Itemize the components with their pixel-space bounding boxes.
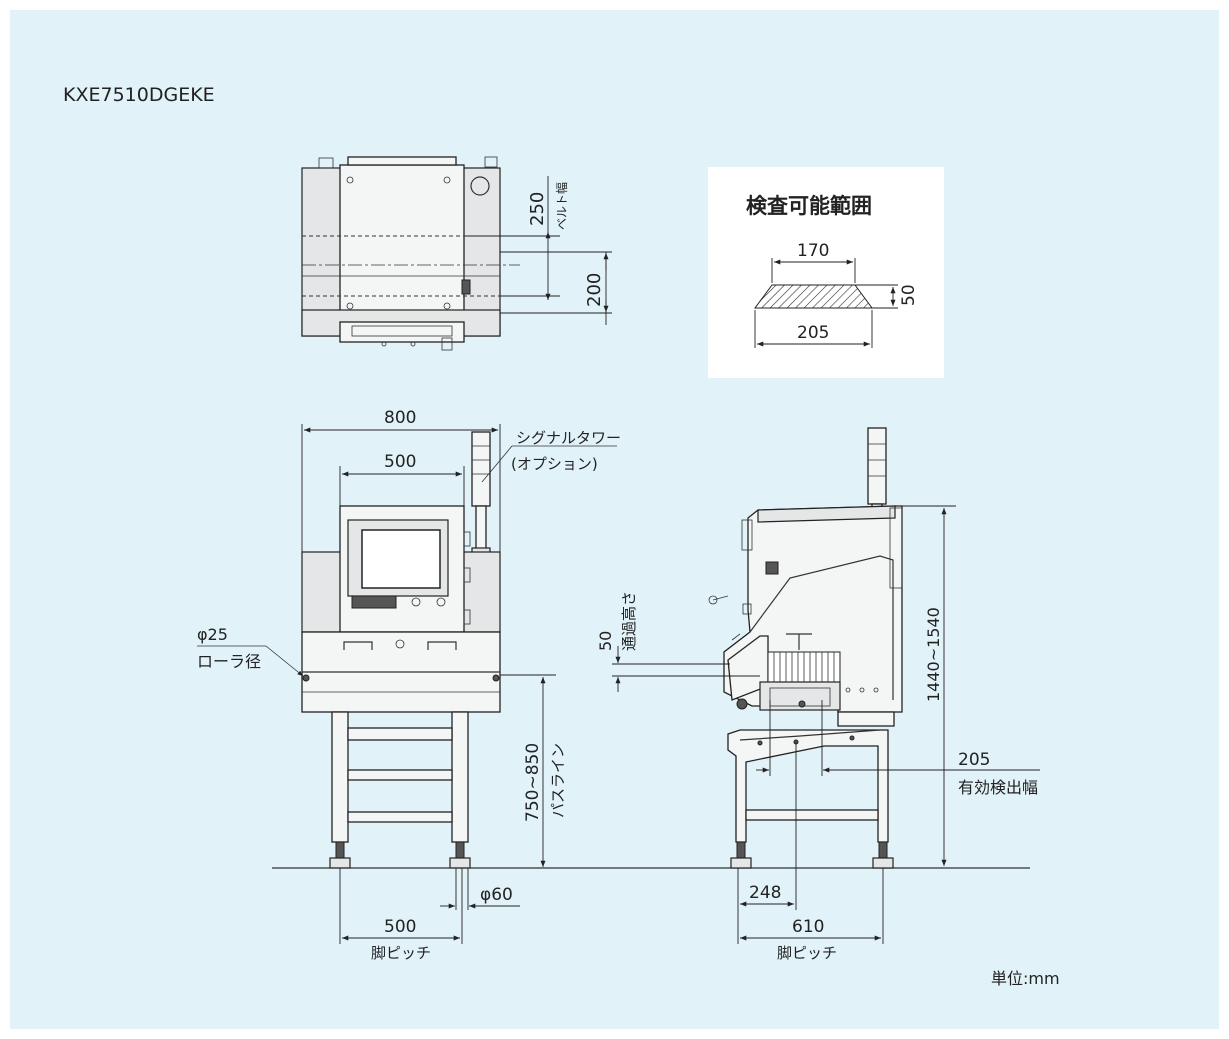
roller-label: ローラ径 xyxy=(197,652,261,671)
pass-height-value: 50 xyxy=(596,631,615,651)
inspection-range-panel: 検査可能範囲 170 50 205 xyxy=(708,167,944,378)
lead-curtain xyxy=(767,651,841,683)
front-width-800: 800 xyxy=(384,408,416,428)
top-view: 250 ベルト幅 200 xyxy=(301,156,612,351)
range-height: 50 xyxy=(899,284,919,306)
pass-line-label: パスライン xyxy=(549,743,567,818)
front-view: 800 500 シグナルタワー (オプション) xyxy=(197,408,621,962)
belt-width-label: ベルト幅 xyxy=(554,182,569,230)
side-dim-248: 248 xyxy=(749,883,781,903)
side-leg-pitch: 610 xyxy=(792,917,824,937)
pass-height-label: 通過高さ xyxy=(620,591,638,651)
unit-label: 単位:mm xyxy=(991,969,1060,988)
range-bottom-width: 205 xyxy=(797,323,829,343)
effective-width-value: 205 xyxy=(958,750,990,770)
total-height: 1440~1540 xyxy=(924,607,943,702)
inspection-range-title: 検査可能範囲 xyxy=(746,194,872,218)
pass-line-value: 750~850 xyxy=(523,743,543,822)
front-leg-pitch: 500 xyxy=(384,917,416,937)
range-top-width: 170 xyxy=(797,241,829,261)
front-leg-pitch-label: 脚ピッチ xyxy=(371,944,431,962)
belt-width-value: 250 xyxy=(527,192,548,226)
side-leg-pitch-label: 脚ピッチ xyxy=(777,944,837,962)
foot-diameter: φ60 xyxy=(480,885,513,905)
top-dim-200: 200 xyxy=(584,273,605,307)
effective-width-label: 有効検出幅 xyxy=(958,778,1038,797)
front-width-500: 500 xyxy=(384,452,416,472)
signal-tower-label: シグナルタワー xyxy=(516,429,621,447)
roller-diameter: φ25 xyxy=(197,625,228,644)
drawing-background xyxy=(10,10,1219,1029)
signal-tower-option: (オプション) xyxy=(511,455,598,473)
model-title: KXE7510DGEKE xyxy=(63,84,215,106)
side-view: 50 通過高さ 1440~1540 205 有効検出幅 248 610 脚ピッチ xyxy=(596,427,1040,962)
